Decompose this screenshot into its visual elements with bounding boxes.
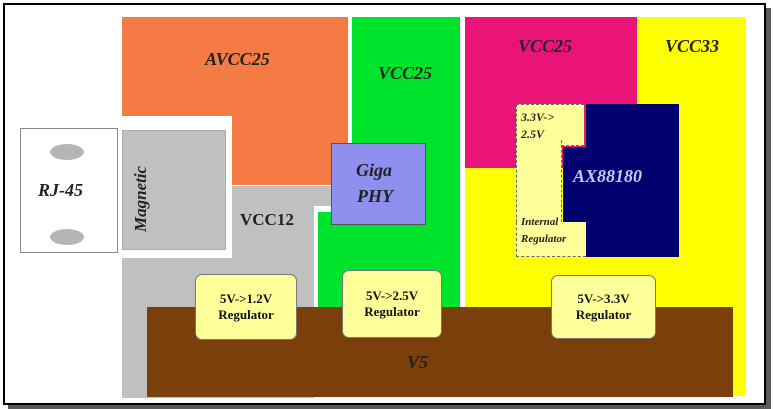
internal-regulator-top [516,104,584,146]
internal-regulator-output: 2.5V [521,127,545,141]
regulator-1v2-label: Regulator [218,307,274,322]
vcc33-label: VCC33 [665,36,720,56]
regulator-3v3-label: Regulator [575,307,632,322]
regulator-3v3: 5V->3.3V Regulator [551,275,656,339]
avcc25-label: AVCC25 [205,49,270,69]
vcc25-green-label: VCC25 [378,63,433,83]
rj45-pin-bottom [50,229,84,245]
magnetic-block [122,130,226,250]
rj45-label: RJ-45 [38,180,83,200]
regulator-1v2: 5V->1.2V Regulator [195,274,297,340]
vcc12-region-mid [232,200,314,265]
vcc12-label: VCC12 [240,210,294,229]
regulator-2v5: 5V->2.5V Regulator [342,270,442,338]
giga-phy-label-line1: Giga [356,160,392,180]
avcc25-region-lower [232,116,348,185]
internal-regulator-label-line2: Regulator [521,233,567,245]
internal-regulator-bottom [516,222,586,257]
giga-phy-block [331,143,426,225]
rj45-pin-top [50,144,84,160]
ax88180-chip [586,104,679,257]
giga-phy-label-line2: PHY [357,186,393,206]
vcc25-chip-label: VCC25 [518,36,573,56]
regulator-3v3-ratio: 5V->3.3V [577,291,630,306]
regulator-2v5-ratio: 5V->2.5V [365,288,419,303]
internal-regulator-input: 3.3V-> [521,110,555,124]
ax88180-label: AX88180 [573,166,643,186]
regulator-2v5-label: Regulator [364,304,420,319]
internal-regulator-label-line1: Internal [521,216,559,228]
avcc25-region [122,17,348,116]
v5-label: V5 [407,352,429,372]
magnetic-label: Magnetic [131,165,150,232]
regulator-1v2-ratio: 5V->1.2V [219,291,273,306]
